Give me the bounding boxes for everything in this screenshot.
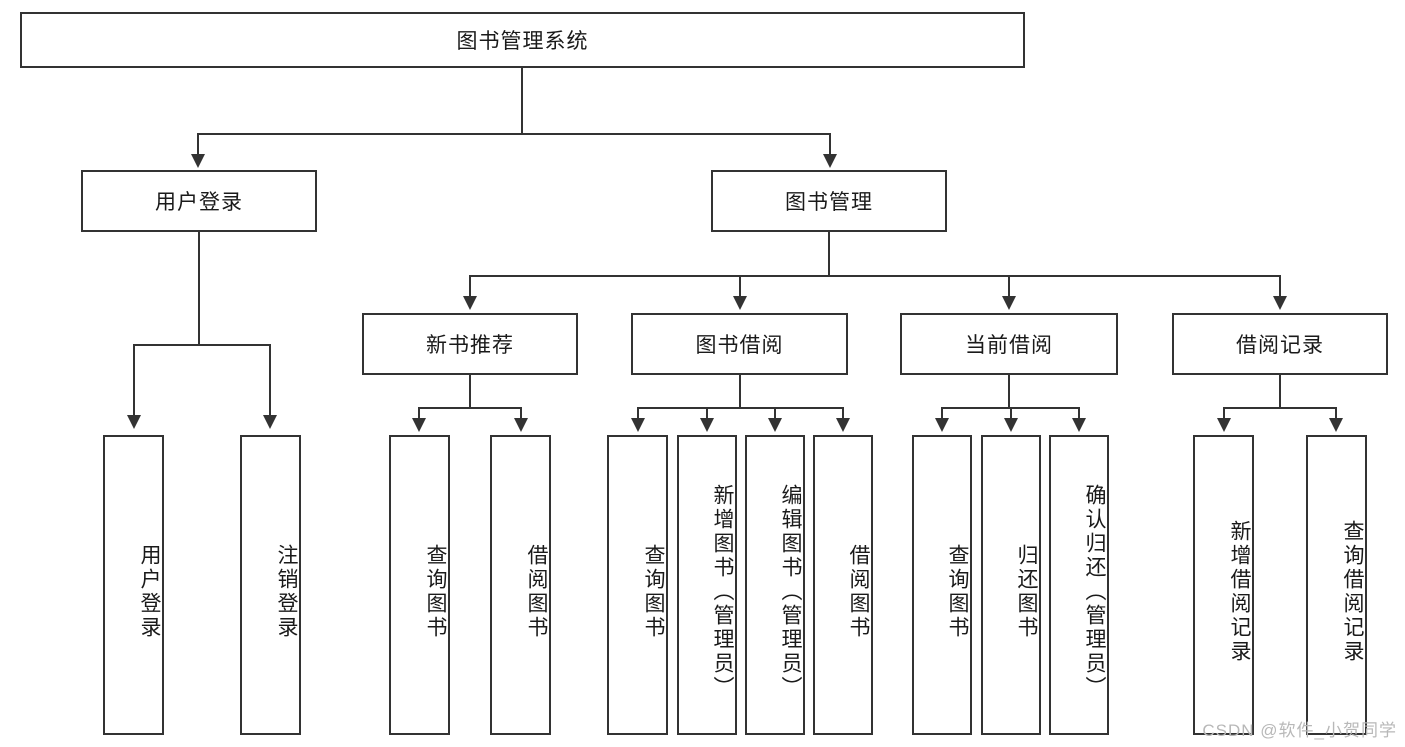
node-label: 借阅图书 (847, 544, 870, 640)
node-label: 注销登录 (275, 544, 298, 640)
node-leaf-query-book-2[interactable]: 查询图书 (607, 435, 668, 735)
connector-br-stem (1279, 375, 1281, 408)
node-label: 新增图书（管理员） (711, 484, 734, 700)
arrowhead-leaf-borrow-book-2 (836, 418, 850, 432)
arrowhead-borrow-record (1273, 296, 1287, 310)
connector-nbr-bus (418, 407, 522, 409)
node-label: 用户登录 (155, 191, 243, 214)
arrowhead-leaf-add-borrow-record (1217, 418, 1231, 432)
arrowhead-leaf-logout-login (263, 415, 277, 429)
arrowhead-current-borrow (1002, 296, 1016, 310)
connector-bb-stem (739, 375, 741, 408)
connector-nbr-to-leaf-2 (520, 407, 522, 419)
node-user-login[interactable]: 用户登录 (81, 170, 317, 232)
connector-nbr-to-leaf-1 (418, 407, 420, 419)
connector-user-login-stem (198, 232, 200, 345)
connector-user-login-to-leaf-1 (133, 344, 135, 416)
node-label: 图书管理 (785, 191, 873, 214)
node-leaf-add-borrow-record[interactable]: 新增借阅记录 (1193, 435, 1254, 735)
connector-book-management-bus (469, 275, 1281, 277)
node-label: 确认归还（管理员） (1083, 484, 1106, 700)
connector-cb-to-leaf-2 (1010, 407, 1012, 419)
node-borrow-record[interactable]: 借阅记录 (1172, 313, 1388, 375)
connector-cb-to-leaf-3 (1078, 407, 1080, 419)
node-label: 新增借阅记录 (1228, 520, 1251, 664)
node-label: 新书推荐 (426, 334, 514, 357)
node-label: 图书管理系统 (456, 30, 589, 53)
node-leaf-borrow-book-1[interactable]: 借阅图书 (490, 435, 551, 735)
connector-root-to-book-management (829, 133, 831, 155)
node-leaf-user-login[interactable]: 用户登录 (103, 435, 164, 735)
connector-bb-to-leaf-1 (637, 407, 639, 419)
node-label: 查询图书 (424, 544, 447, 640)
node-label: 查询图书 (642, 544, 665, 640)
connector-bm-to-book-borrow (739, 275, 741, 297)
arrowhead-leaf-confirm-return (1072, 418, 1086, 432)
connector-br-to-leaf-1 (1223, 407, 1225, 419)
connector-root-bus (197, 133, 831, 135)
node-book-management[interactable]: 图书管理 (711, 170, 947, 232)
node-leaf-confirm-return[interactable]: 确认归还（管理员） (1049, 435, 1109, 735)
connector-bm-to-current-borrow (1008, 275, 1010, 297)
arrowhead-leaf-add-book (700, 418, 714, 432)
node-label: 借阅图书 (525, 544, 548, 640)
connector-cb-stem (1008, 375, 1010, 408)
node-leaf-return-book[interactable]: 归还图书 (981, 435, 1041, 735)
node-leaf-logout-login[interactable]: 注销登录 (240, 435, 301, 735)
connector-bm-to-new-book-recommend (469, 275, 471, 297)
connector-cb-to-leaf-1 (941, 407, 943, 419)
arrowhead-leaf-query-book-2 (631, 418, 645, 432)
connector-book-management-stem (828, 232, 830, 276)
node-book-borrow[interactable]: 图书借阅 (631, 313, 848, 375)
node-label: 查询借阅记录 (1341, 520, 1364, 664)
arrowhead-book-borrow (733, 296, 747, 310)
connector-bb-to-leaf-3 (774, 407, 776, 419)
node-label: 当前借阅 (965, 334, 1053, 357)
node-leaf-add-book[interactable]: 新增图书（管理员） (677, 435, 737, 735)
node-label: 归还图书 (1015, 544, 1038, 640)
connector-user-login-to-leaf-2 (269, 344, 271, 416)
node-leaf-query-book-3[interactable]: 查询图书 (912, 435, 972, 735)
connector-bm-to-borrow-record (1279, 275, 1281, 297)
connector-bb-bus (637, 407, 844, 409)
connector-br-to-leaf-2 (1335, 407, 1337, 419)
arrowhead-leaf-query-book-3 (935, 418, 949, 432)
connector-bb-to-leaf-4 (842, 407, 844, 419)
node-label: 用户登录 (138, 544, 161, 640)
node-label: 借阅记录 (1236, 334, 1324, 357)
arrowhead-new-book-recommend (463, 296, 477, 310)
connector-br-bus (1223, 407, 1337, 409)
connector-user-login-bus (133, 344, 269, 346)
connector-nbr-stem (469, 375, 471, 408)
node-leaf-edit-book[interactable]: 编辑图书（管理员） (745, 435, 805, 735)
node-current-borrow[interactable]: 当前借阅 (900, 313, 1118, 375)
node-leaf-query-borrow-record[interactable]: 查询借阅记录 (1306, 435, 1367, 735)
arrowhead-leaf-query-borrow-record (1329, 418, 1343, 432)
node-leaf-query-book-1[interactable]: 查询图书 (389, 435, 450, 735)
arrowhead-leaf-edit-book (768, 418, 782, 432)
arrowhead-leaf-return-book (1004, 418, 1018, 432)
arrowhead-leaf-user-login (127, 415, 141, 429)
arrowhead-book-management (823, 154, 837, 168)
arrowhead-user-login (191, 154, 205, 168)
connector-root-to-user-login (197, 133, 199, 155)
arrowhead-leaf-query-book-1 (412, 418, 426, 432)
watermark-text: CSDN @软件_小贺同学 (1202, 721, 1397, 740)
connector-root-stem (521, 68, 523, 134)
node-label: 编辑图书（管理员） (779, 484, 802, 700)
arrowhead-leaf-borrow-book-1 (514, 418, 528, 432)
connector-bb-to-leaf-2 (706, 407, 708, 419)
node-label: 图书借阅 (695, 334, 784, 357)
node-label: 查询图书 (946, 544, 969, 640)
node-book-management-system[interactable]: 图书管理系统 (20, 12, 1025, 68)
node-leaf-borrow-book-2[interactable]: 借阅图书 (813, 435, 873, 735)
node-new-book-recommend[interactable]: 新书推荐 (362, 313, 578, 375)
